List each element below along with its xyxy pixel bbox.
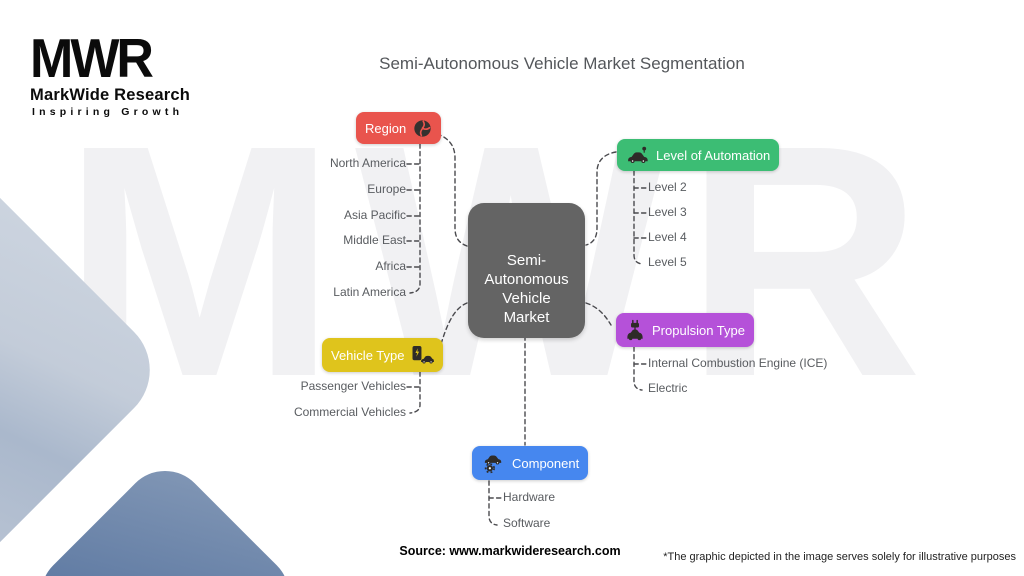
propulsion-item: Internal Combustion Engine (ICE) (648, 356, 828, 370)
globe-icon (413, 119, 432, 138)
segment-label-automation: Level of Automation (656, 147, 771, 163)
electric-plug-car-icon (625, 319, 645, 341)
central-market-node: Semi- Autonomous Vehicle Market (468, 203, 585, 338)
region-item: Middle East (343, 233, 406, 247)
segment-node-propulsion: Propulsion Type (616, 313, 754, 347)
segment-node-vehicle-type: Vehicle Type (322, 338, 444, 372)
region-item: Europe (367, 182, 406, 196)
region-item: Latin America (333, 285, 406, 299)
disclaimer-text: *The graphic depicted in the image serve… (663, 551, 1016, 563)
segment-label-vehicle-type: Vehicle Type (331, 347, 405, 363)
region-item: Africa (375, 259, 406, 273)
vehicle-type-item: Passenger Vehicles (300, 379, 406, 393)
automation-item: Level 2 (648, 180, 687, 194)
segment-label-propulsion: Propulsion Type (652, 322, 745, 338)
logo-tagline: Inspiring Growth (32, 106, 184, 118)
logo-monogram: MWR (30, 28, 154, 90)
region-item: North America (329, 156, 406, 170)
central-market-label: Semi- Autonomous Vehicle Market (484, 252, 569, 326)
automation-item: Level 5 (648, 255, 687, 269)
source-text: Source: www.markwideresearch.com (399, 544, 621, 558)
page-title: Semi-Autonomous Vehicle Market Segmentat… (379, 54, 745, 73)
region-item: Asia Pacific (343, 208, 406, 222)
segment-node-automation: Level of Automation (617, 139, 780, 171)
automation-item: Level 4 (648, 230, 687, 244)
component-item: Hardware (503, 490, 556, 504)
segment-label-component: Component (512, 455, 580, 471)
car-gear-icon (481, 452, 505, 474)
markwide-logo: MWR MarkWide Research Inspiring Growth (30, 32, 190, 118)
segment-node-region: Region (356, 112, 442, 144)
automation-item: Level 3 (648, 205, 687, 219)
segment-label-region: Region (365, 120, 407, 136)
vehicle-type-item: Commercial Vehicles (293, 405, 406, 419)
propulsion-item: Electric (648, 381, 688, 395)
segment-node-component: Component (472, 446, 589, 480)
charging-phone-car-icon (411, 345, 435, 365)
logo-name: MarkWide Research (30, 86, 191, 104)
component-item: Software (503, 516, 551, 530)
autonomous-car-icon (626, 145, 649, 165)
